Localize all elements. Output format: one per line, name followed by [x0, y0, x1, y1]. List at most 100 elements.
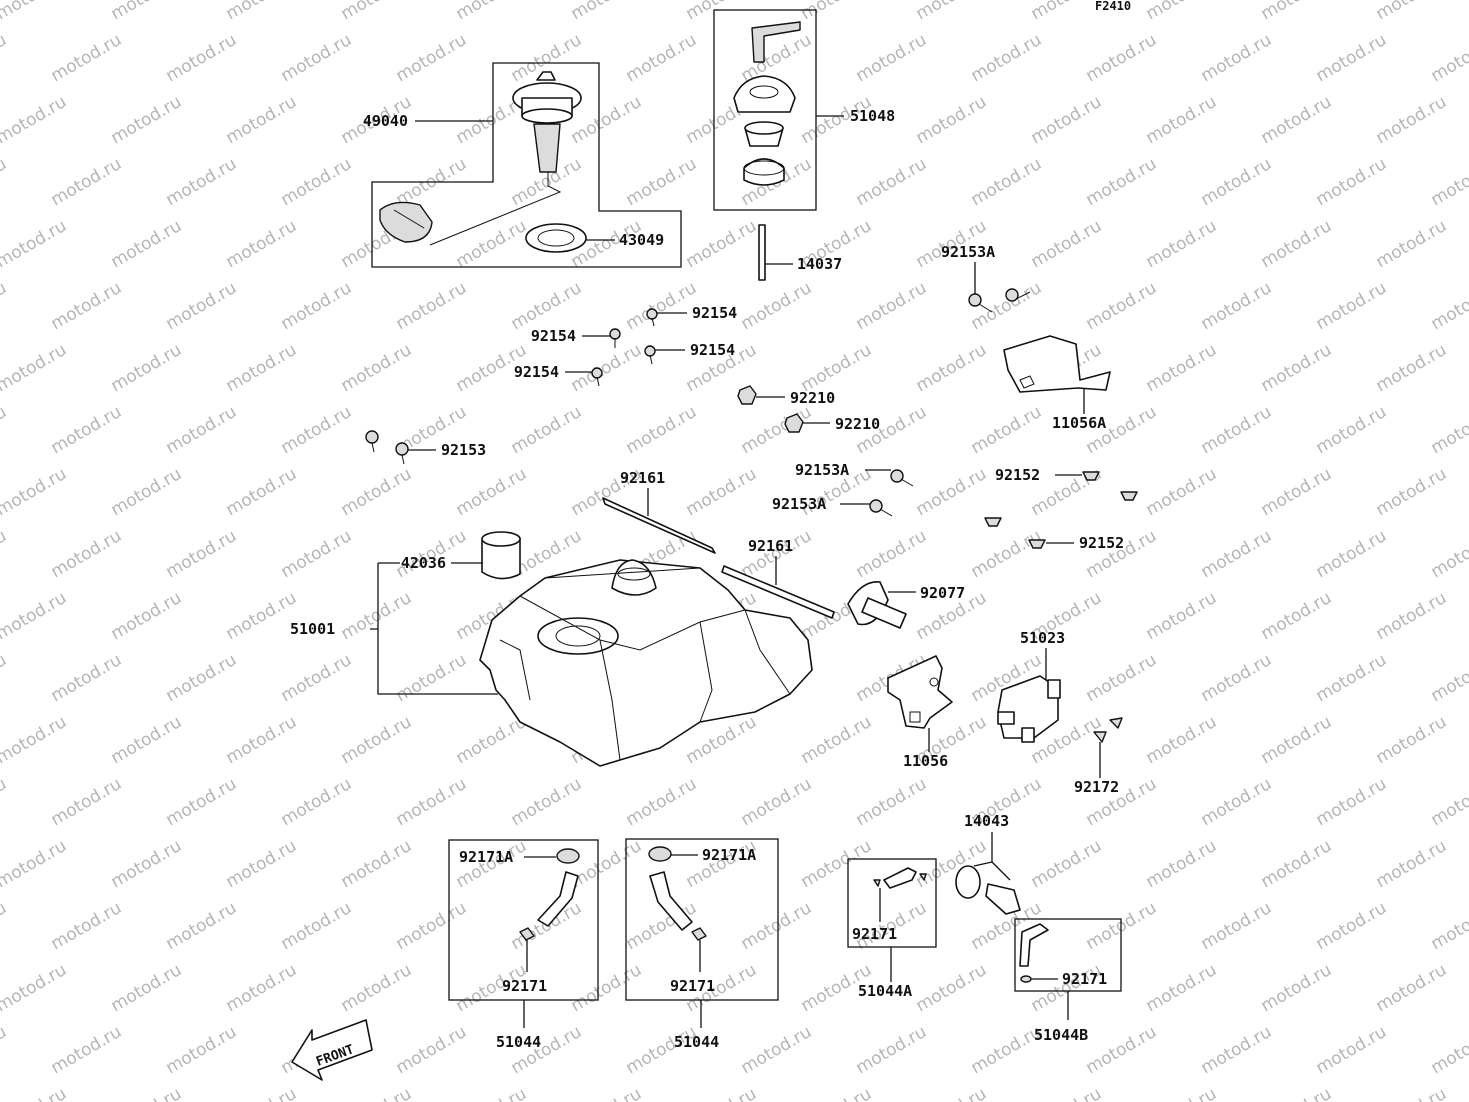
watermark-text: motod.ru: [1428, 278, 1469, 334]
watermark-text: motod.ru: [683, 1084, 761, 1102]
watermark-text: motod.ru: [1083, 650, 1161, 706]
clip-92172-1: [1109, 717, 1123, 729]
fuel-cap-frame: [713, 9, 817, 211]
watermark-text: motod.ru: [163, 30, 241, 86]
watermark-text: motod.ru: [0, 960, 70, 1016]
plate-11056-group: 11056: [887, 655, 953, 770]
clamp-92171A-b: [648, 846, 672, 862]
watermark-text: motod.ru: [108, 0, 186, 24]
watermark-text: motod.ru: [738, 898, 816, 954]
watermark-text: motod.ru: [1428, 402, 1469, 458]
watermark-text: motod.ru: [393, 774, 471, 830]
watermark-text: motod.ru: [0, 92, 70, 148]
watermark-text: motod.ru: [1373, 92, 1451, 148]
watermark-text: motod.ru: [0, 712, 70, 768]
watermark-text: motod.ru: [1373, 712, 1451, 768]
watermark-text: motod.ru: [108, 216, 186, 272]
label-49040: 49040: [363, 112, 408, 130]
clamp-92171A-a: [556, 848, 580, 864]
watermark-text: motod.ru: [853, 278, 931, 334]
watermark-text: motod.ru: [223, 340, 301, 396]
fuel-pump-frame: [371, 62, 682, 268]
watermark-text: motod.ru: [163, 526, 241, 582]
watermark-text: motod.ru: [1428, 30, 1469, 86]
watermark-text: motod.ru: [1143, 0, 1221, 24]
watermark-text: motod.ru: [1028, 0, 1106, 24]
label-51023: 51023: [1020, 629, 1065, 647]
watermark-text: motod.ru: [163, 402, 241, 458]
bolts-92153-group: 92153: [365, 430, 486, 465]
watermark-text: motod.ru: [1313, 154, 1391, 210]
watermark-text: motod.ru: [48, 650, 126, 706]
watermark-text: motod.ru: [913, 92, 991, 148]
watermark-text: motod.ru: [1313, 402, 1391, 458]
watermark-text: motod.ru: [0, 1084, 70, 1102]
watermark-text: motod.ru: [853, 526, 931, 582]
bolt-92152-1: [1082, 471, 1100, 481]
watermark-text: motod.ru: [1028, 216, 1106, 272]
watermark-text: motod.ru: [278, 278, 356, 334]
label-92210-a: 92210: [790, 389, 835, 407]
watermark-text: motod.ru: [1373, 1084, 1451, 1102]
label-92171-b: 92171: [670, 977, 715, 995]
watermark-text: motod.ru: [508, 402, 586, 458]
label-92153A-top: 92153A: [941, 243, 995, 261]
watermark-text: motod.ru: [1258, 960, 1336, 1016]
clip-92172-2: [1093, 731, 1107, 743]
cap-key-drawing: [751, 21, 801, 63]
watermark-text: motod.ru: [223, 712, 301, 768]
fuel-cock-51023-group: 51023: [997, 629, 1065, 743]
label-92161-b: 92161: [748, 537, 793, 555]
watermark-text: motod.ru: [163, 278, 241, 334]
label-11056A: 11056A: [1052, 414, 1106, 432]
watermark-text: motod.ru: [1143, 216, 1221, 272]
bolt-92153-2: [395, 442, 409, 465]
watermark-text: motod.ru: [1313, 30, 1391, 86]
watermark-text: motod.ru: [1258, 836, 1336, 892]
watermark-text: motod.ru: [278, 526, 356, 582]
fuel-pump-drawing: [379, 71, 582, 246]
label-14037: 14037: [797, 255, 842, 273]
watermark-text: motod.ru: [393, 650, 471, 706]
bolts-92152-group: 92152 92152: [984, 466, 1138, 552]
watermark-text: motod.ru: [338, 464, 416, 520]
watermark-text: motod.ru: [163, 1022, 241, 1078]
watermark-text: motod.ru: [108, 1084, 186, 1102]
watermark-text: motod.ru: [1258, 464, 1336, 520]
label-92171A-a: 92171A: [459, 848, 513, 866]
watermark-text: motod.ru: [798, 712, 876, 768]
hose-51044A: [883, 867, 917, 889]
bolts-92153A-group: 92153A 92153A: [772, 461, 914, 517]
watermark-text: motod.ru: [0, 836, 70, 892]
watermark-text: motod.ru: [163, 650, 241, 706]
front-arrow-icon: [291, 1019, 373, 1081]
label-92077: 92077: [920, 584, 965, 602]
watermark-text: motod.ru: [48, 898, 126, 954]
hose-51044-b: [649, 871, 693, 931]
watermark-text: motod.ru: [1373, 340, 1451, 396]
watermark-text: motod.ru: [453, 464, 531, 520]
watermark-text: motod.ru: [1313, 774, 1391, 830]
bracket-11056A-group: 92153A 11056A: [941, 243, 1111, 432]
watermark-text: motod.ru: [223, 960, 301, 1016]
watermark-text: motod.ru: [1373, 588, 1451, 644]
watermark-text: motod.ru: [223, 836, 301, 892]
hose-kit-51044A-frame: [847, 858, 937, 948]
fuel-tank-group: 42036 51001: [290, 531, 813, 767]
hose-kit-51044-b: 92171A 92171 51044: [625, 838, 779, 1051]
watermark-text: motod.ru: [1198, 154, 1276, 210]
watermark-text: motod.ru: [623, 402, 701, 458]
watermark-text: motod.ru: [798, 340, 876, 396]
watermark-text: motod.ru: [1373, 960, 1451, 1016]
watermark-text: motod.ru: [338, 588, 416, 644]
pad-92161-2: [721, 565, 835, 619]
watermark-text: motod.ru: [568, 960, 646, 1016]
watermark-text: motod.ru: [798, 836, 876, 892]
watermark-text: motod.ru: [798, 0, 876, 24]
watermark-text: motod.ru: [1198, 650, 1276, 706]
watermark-text: motod.ru: [278, 774, 356, 830]
watermark-text: motod.ru: [1258, 216, 1336, 272]
watermark-text: motod.ru: [1313, 526, 1391, 582]
